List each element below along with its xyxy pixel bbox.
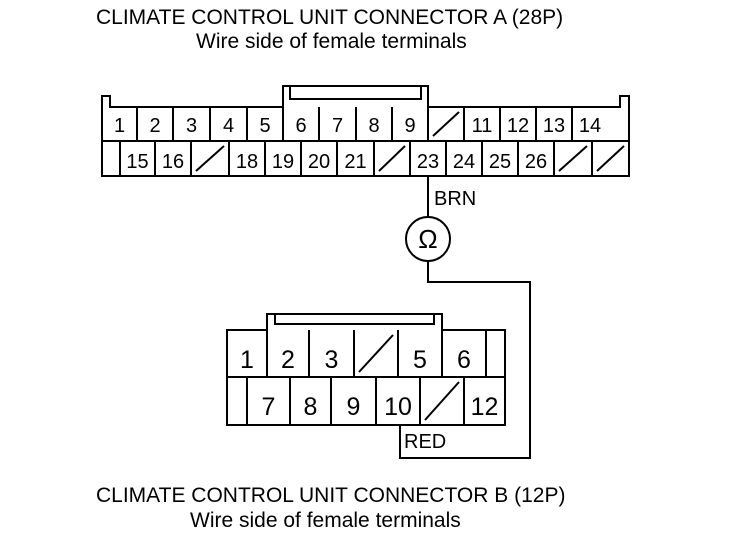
- connector-a-pin-14: 14: [579, 115, 601, 137]
- connector-a-empty-cavity: [195, 145, 225, 172]
- connector-b-subtitle: Wire side of female terminals: [190, 509, 461, 532]
- connector-b-pin-7: 7: [262, 393, 276, 421]
- connector-a-pin-13: 13: [543, 115, 565, 137]
- red-wire-label: RED: [404, 431, 446, 453]
- connector-b-pin-2: 2: [281, 346, 295, 374]
- connector-a-pin-23: 23: [417, 151, 439, 173]
- connector-a-empty-cavity: [432, 111, 460, 137]
- connector-a-pin-24: 24: [453, 151, 475, 173]
- connector-b-title: CLIMATE CONTROL UNIT CONNECTOR B (12P): [96, 484, 565, 507]
- connector-a-pin-20: 20: [308, 151, 330, 173]
- connector-a-outline: [101, 85, 630, 177]
- connector-a: [101, 85, 630, 177]
- connector-a-pin-19: 19: [272, 151, 294, 173]
- connector-b-pin-3: 3: [325, 346, 339, 374]
- connector-a-pin-2: 2: [149, 115, 160, 137]
- connector-a-pin-25: 25: [489, 151, 511, 173]
- connector-a-pin-7: 7: [332, 115, 343, 137]
- connector-a-pin-6: 6: [295, 115, 306, 137]
- connector-b-pin-5: 5: [413, 346, 427, 374]
- connector-a-pin-26: 26: [525, 151, 547, 173]
- connector-b-pin-10: 10: [384, 393, 412, 421]
- connector-a-pin-4: 4: [223, 115, 234, 137]
- connector-a-lock: [289, 86, 422, 100]
- connector-b-empty-cavity: [358, 334, 394, 373]
- connector-a-pin-1: 1: [114, 115, 125, 137]
- connector-a-pin-18: 18: [236, 151, 258, 173]
- connector-a-pin-11: 11: [472, 115, 493, 137]
- connector-a-pin-21: 21: [344, 151, 366, 173]
- connector-a-empty-cavity: [596, 145, 625, 172]
- connector-b: [226, 313, 506, 426]
- connector-a-empty-cavity: [378, 145, 406, 172]
- connector-b-pin-6: 6: [457, 346, 471, 374]
- connector-a-pin-9: 9: [404, 115, 415, 137]
- ohm-symbol: Ω: [418, 224, 437, 254]
- connector-b-outline: [226, 313, 506, 426]
- connector-a-title: CLIMATE CONTROL UNIT CONNECTOR A (28P): [96, 6, 563, 29]
- connector-a-pin-16: 16: [162, 151, 184, 173]
- brn-wire-label: BRN: [434, 188, 476, 210]
- connector-a-subtitle: Wire side of female terminals: [196, 30, 467, 53]
- connector-a-pin-3: 3: [186, 115, 197, 137]
- connector-a-pin-8: 8: [368, 115, 379, 137]
- connector-b-lock: [274, 314, 435, 325]
- connector-a-empty-cavity: [558, 145, 588, 172]
- connector-a-pin-12: 12: [507, 115, 529, 137]
- connector-b-pin-9: 9: [347, 393, 361, 421]
- red-wire: [399, 261, 531, 459]
- ohmmeter-circuit: [399, 176, 531, 459]
- connector-b-empty-cavity: [424, 381, 460, 421]
- connector-b-pin-12: 12: [471, 393, 499, 421]
- connector-a-pin-15: 15: [126, 151, 148, 173]
- connector-b-pin-1: 1: [240, 346, 254, 374]
- connector-b-pin-8: 8: [304, 393, 318, 421]
- connector-a-pin-5: 5: [259, 115, 270, 137]
